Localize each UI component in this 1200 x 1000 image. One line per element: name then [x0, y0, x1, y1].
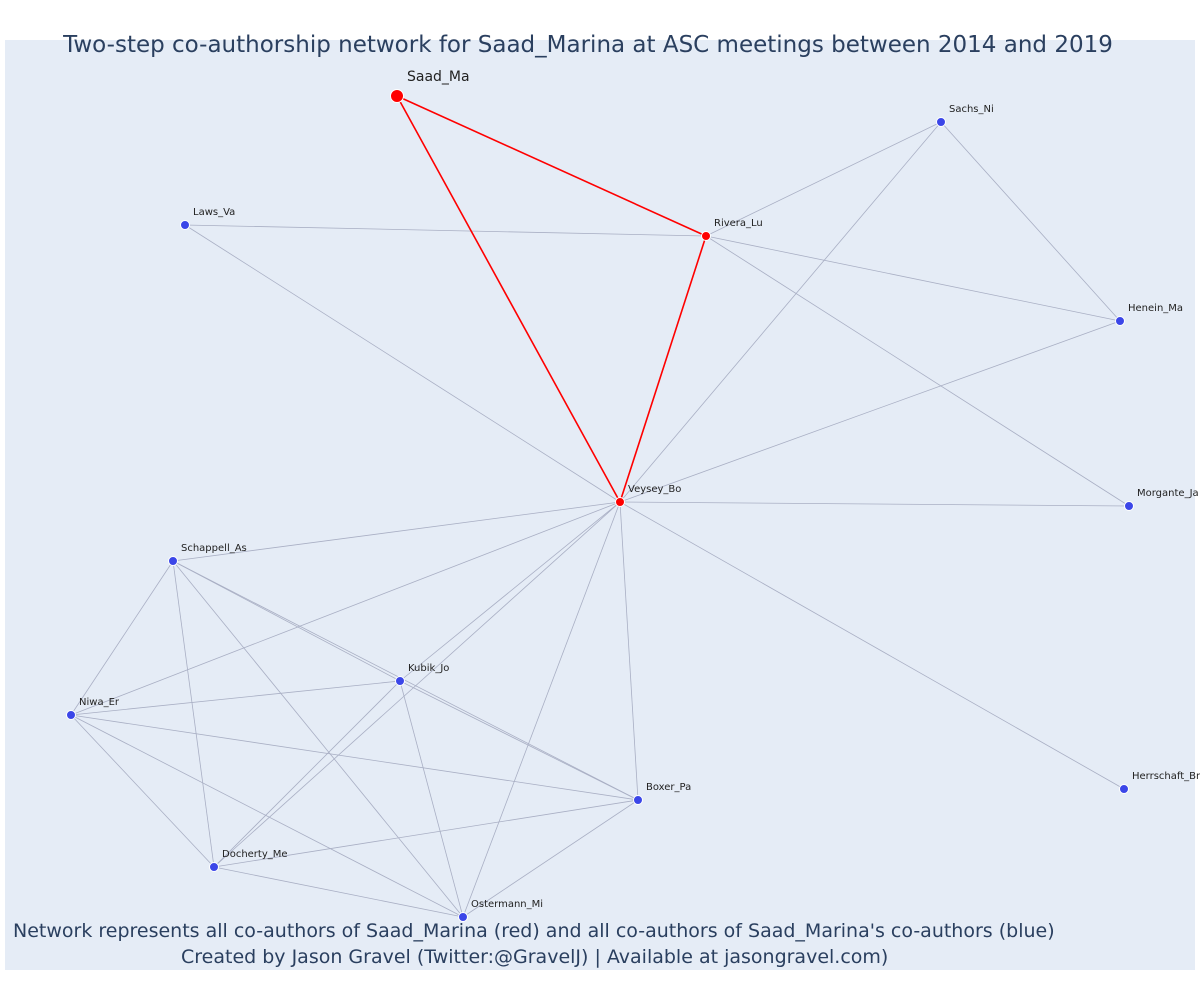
node-schappell_as[interactable] — [168, 556, 178, 566]
edge-niwa_er-kubik_jo — [70, 680, 401, 716]
edge-docherty_me-ostermann_mi — [213, 866, 464, 918]
node-laws_va[interactable] — [180, 220, 190, 230]
edge-veysey_bo-kubik_jo — [399, 501, 621, 682]
edge-veysey_bo-niwa_er — [70, 501, 621, 716]
footer-line-1: Network represents all co-authors of Saa… — [13, 920, 1055, 942]
node-veysey_bo[interactable] — [615, 497, 625, 507]
node-label-schappell_as: Schappell_As — [181, 543, 247, 554]
edge-schappell_as-kubik_jo — [172, 560, 401, 682]
edge-laws_va-veysey_bo — [184, 224, 621, 503]
node-henein_ma[interactable] — [1115, 316, 1125, 326]
edge-saad_ma-veysey_bo — [396, 95, 621, 503]
edge-schappell_as-boxer_pa — [172, 560, 639, 801]
node-label-henein_ma: Henein_Ma — [1128, 303, 1183, 314]
node-kubik_jo[interactable] — [395, 676, 405, 686]
edge-niwa_er-docherty_me — [70, 714, 215, 868]
edge-rivera_lu-morgante_ja — [705, 235, 1130, 507]
edge-veysey_bo-ostermann_mi — [462, 501, 621, 918]
node-label-herrschaft_br: Herrschaft_Br — [1132, 771, 1200, 782]
chart-title: Two-step co-authorship network for Saad_… — [62, 32, 1113, 58]
edge-saad_ma-rivera_lu — [396, 95, 707, 237]
edge-veysey_bo-morgante_ja — [619, 501, 1130, 507]
edge-rivera_lu-veysey_bo — [619, 235, 707, 503]
edge-schappell_as-ostermann_mi — [172, 560, 464, 918]
node-label-niwa_er: Niwa_Er — [79, 697, 120, 708]
node-label-rivera_lu: Rivera_Lu — [714, 218, 763, 229]
edge-docherty_me-boxer_pa — [213, 799, 639, 868]
node-label-boxer_pa: Boxer_Pa — [646, 782, 691, 793]
edge-veysey_bo-schappell_as — [172, 501, 621, 562]
edge-veysey_bo-boxer_pa — [619, 501, 639, 801]
edge-niwa_er-boxer_pa — [70, 714, 639, 801]
node-saad_ma[interactable] — [390, 89, 404, 103]
node-niwa_er[interactable] — [66, 710, 76, 720]
node-ostermann_mi[interactable] — [458, 912, 468, 922]
node-label-ostermann_mi: Ostermann_Mi — [471, 899, 543, 910]
edge-henein_ma-veysey_bo — [619, 320, 1121, 503]
edge-rivera_lu-sachs_ni — [705, 121, 942, 237]
edge-niwa_er-ostermann_mi — [70, 714, 464, 918]
node-label-morgante_ja: Morgante_Ja — [1137, 488, 1199, 499]
edge-kubik_jo-ostermann_mi — [399, 680, 464, 918]
edge-boxer_pa-ostermann_mi — [462, 799, 639, 918]
edge-veysey_bo-docherty_me — [213, 501, 621, 868]
edge-kubik_jo-docherty_me — [213, 680, 401, 868]
edge-schappell_as-docherty_me — [172, 560, 215, 868]
edge-kubik_jo-boxer_pa — [399, 680, 639, 801]
edge-sachs_ni-veysey_bo — [619, 121, 942, 503]
node-rivera_lu[interactable] — [701, 231, 711, 241]
node-label-docherty_me: Docherty_Me — [222, 849, 288, 860]
edge-rivera_lu-henein_ma — [705, 235, 1121, 322]
node-label-kubik_jo: Kubik_Jo — [408, 663, 449, 674]
edge-rivera_lu-laws_va — [184, 224, 707, 237]
footer-line-2: Created by Jason Gravel (Twitter:@Gravel… — [181, 946, 888, 968]
node-herrschaft_br[interactable] — [1119, 784, 1129, 794]
edge-sachs_ni-henein_ma — [940, 121, 1121, 322]
edge-schappell_as-niwa_er — [70, 560, 174, 716]
edge-veysey_bo-herrschaft_br — [619, 501, 1125, 790]
node-label-laws_va: Laws_Va — [193, 207, 235, 218]
node-boxer_pa[interactable] — [633, 795, 643, 805]
node-docherty_me[interactable] — [209, 862, 219, 872]
edges-layer — [70, 95, 1130, 918]
nodes-layer — [66, 89, 1134, 922]
node-morgante_ja[interactable] — [1124, 501, 1134, 511]
node-label-saad_ma: Saad_Ma — [407, 69, 470, 85]
node-label-sachs_ni: Sachs_Ni — [949, 104, 994, 115]
node-label-veysey_bo: Veysey_Bo — [628, 484, 681, 495]
node-sachs_ni[interactable] — [936, 117, 946, 127]
